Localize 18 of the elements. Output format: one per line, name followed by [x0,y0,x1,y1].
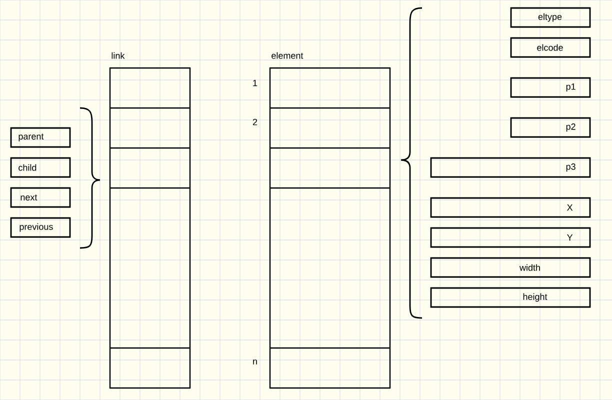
field-box: height [430,287,591,308]
row-number: n [253,360,257,364]
field-box: child [10,157,71,178]
column-heading: element [272,52,304,59]
field-box: p2 [510,117,591,138]
field-box: eltype [510,7,591,28]
field-box: parent [10,127,71,148]
field-box: next [10,187,71,208]
row-number: 1 [253,80,258,86]
field-box: X [430,197,591,218]
field-box: p3 [430,157,591,178]
field-box: width [430,257,591,278]
field-box: p1 [510,77,591,98]
field-box: previous [10,217,71,238]
column-heading: link [112,52,125,59]
field-box: elcode [510,37,591,58]
row-number: 2 [252,118,258,126]
field-box: Y [430,227,591,248]
